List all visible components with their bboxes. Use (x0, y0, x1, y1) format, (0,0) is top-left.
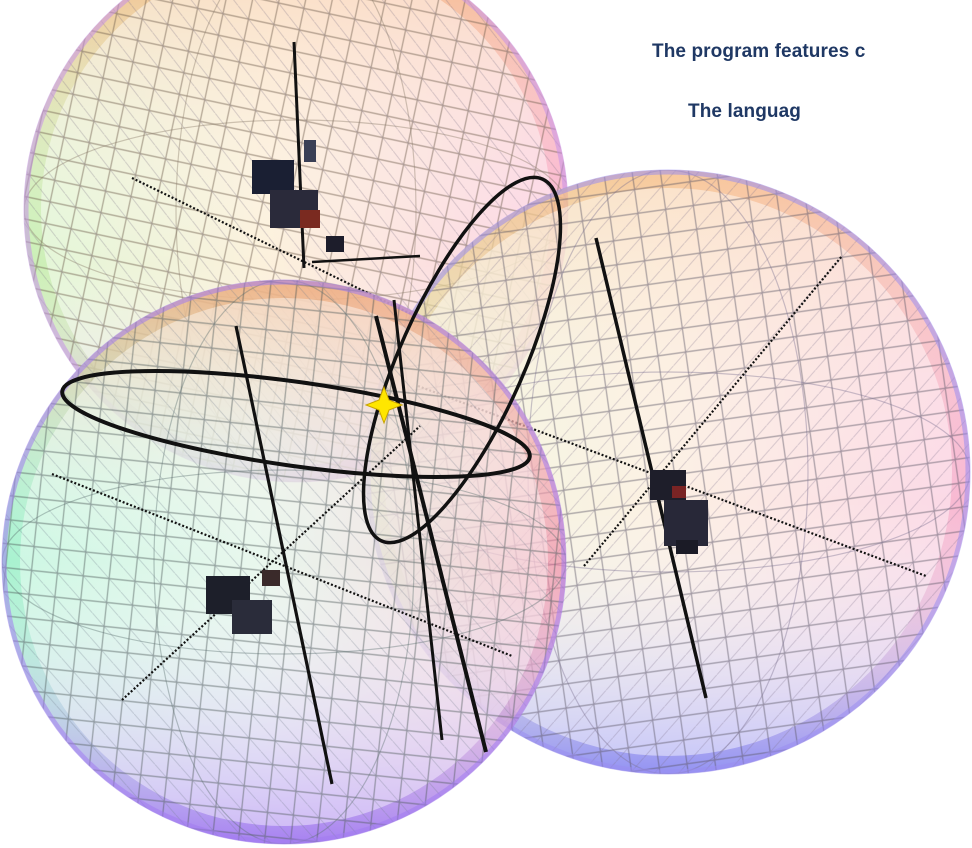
core-object-right (650, 470, 708, 554)
core-object-top (252, 140, 344, 252)
caption-line-2: The languag (688, 101, 801, 122)
orbit-paths (60, 175, 563, 753)
caption-line-1: The program features c (652, 41, 866, 62)
core-object-left (206, 570, 280, 634)
sphere-left (1, 279, 567, 845)
star-icon (364, 385, 404, 425)
